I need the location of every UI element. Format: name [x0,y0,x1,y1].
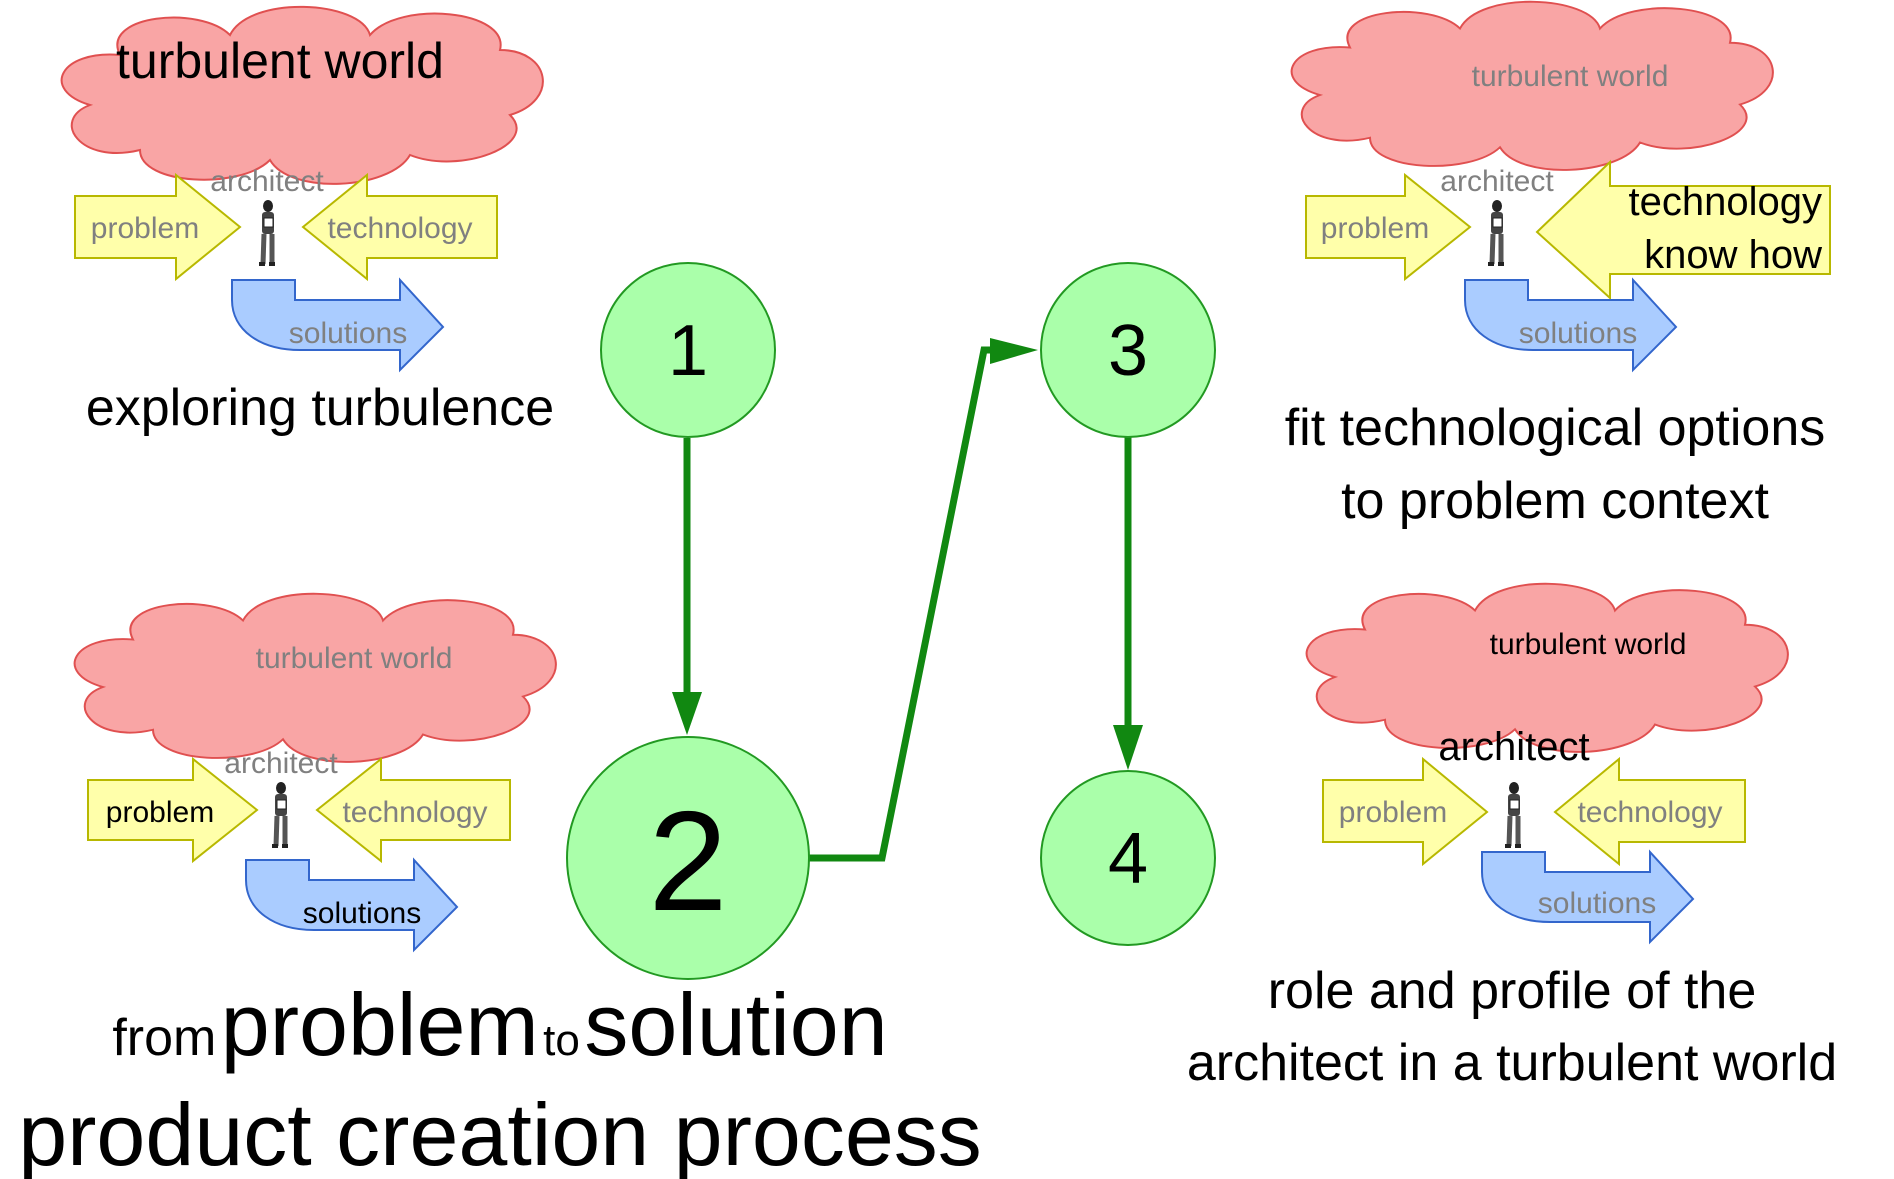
node-1: 1 [600,262,776,438]
technology-arrow [315,756,511,864]
solutions-arrow [245,857,459,953]
problem-arrow [1305,172,1472,282]
technology-label-line1: technology [1629,180,1822,224]
node-3: 3 [1040,262,1216,438]
caption: exploring turbulence [86,379,554,437]
node-3-circle [1040,262,1216,438]
architect-person-icon [1488,200,1504,266]
cloud-label: turbulent world [1472,60,1669,93]
solutions-label: solutions [1538,887,1656,920]
caption-solution: solution [584,975,887,1074]
node-3-label: 3 [1108,311,1148,391]
node-2: 2 [566,736,810,980]
caption-problem: problem [221,975,539,1074]
caption-line2: product creation process [18,1085,982,1179]
problem-label: problem [1339,796,1447,829]
panel-fit-technological-options: turbulent world architect problem techno… [1285,0,1831,530]
architect-person-icon [1505,782,1521,848]
solutions-label: solutions [289,317,407,350]
panel-problem-to-solution: turbulent world architect problem techno… [18,592,982,1179]
node-4: 4 [1040,770,1216,946]
architect-label: architect [1438,725,1589,769]
connector-2-to-3 [806,346,1010,862]
architect-person-icon [272,782,288,848]
node-1-circle [600,262,776,438]
problem-arrow [1322,756,1489,867]
caption-line2: to problem context [1341,472,1769,530]
technology-know-how-arrow [1535,159,1831,301]
problem-label: problem [106,796,214,829]
solutions-arrow [231,277,445,373]
node-4-circle [1040,770,1216,946]
solutions-arrow [1481,849,1695,945]
technology-label: technology [327,212,472,245]
technology-label: technology [342,796,487,829]
architect-person-icon [259,200,275,266]
panel-role-and-profile: turbulent world architect problem techno… [1187,582,1837,1092]
caption-line1: role and profile of the [1268,962,1757,1020]
caption-line2: architect in a turbulent world [1187,1034,1837,1092]
arrowhead-3-to-4 [1113,725,1143,770]
cloud-label: turbulent world [1490,628,1687,661]
solutions-label: solutions [1519,317,1637,350]
panel-exploring-turbulence: turbulent world architect problem techno… [60,5,554,437]
caption-line1: from problem to solution [112,975,887,1074]
technology-arrow [301,172,498,282]
flow-connectors [672,338,1143,862]
node-2-circle [566,736,810,980]
node-2-label: 2 [649,782,728,941]
arrowhead-2-to-3 [990,338,1038,364]
architect-label: architect [1440,165,1554,198]
problem-label: problem [91,212,199,245]
caption-from: from [112,1009,216,1067]
arrowhead-1-to-2 [672,692,702,735]
solutions-label: solutions [303,897,421,930]
technology-label-line2: know how [1644,233,1822,277]
caption-to: to [543,1016,580,1065]
cloud-label: turbulent world [256,642,453,675]
solutions-arrow [1464,277,1678,373]
cloud-label: turbulent world [116,33,444,89]
problem-arrow [87,756,259,864]
node-1-label: 1 [668,311,708,391]
problem-arrow [74,172,242,282]
node-4-label: 4 [1108,819,1148,899]
caption-line1: fit technological options [1285,399,1826,457]
technology-arrow [1553,756,1746,867]
architect-label: architect [224,747,338,780]
technology-label: technology [1577,796,1722,829]
problem-label: problem [1321,212,1429,245]
architect-label: architect [210,165,324,198]
cloud-shape [73,592,557,763]
